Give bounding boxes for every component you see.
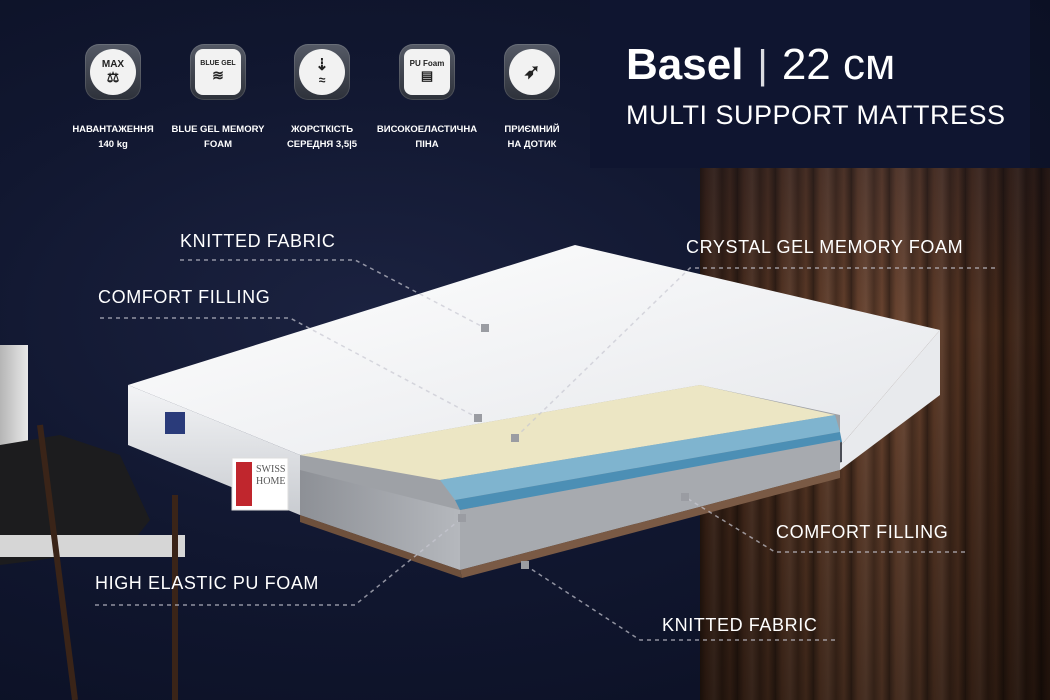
layer-label-knitted-fabric-bottom: KNITTED FABRIC	[662, 615, 818, 635]
feather-icon: ➶	[504, 44, 560, 100]
layer-label-crystal-gel: CRYSTAL GEL MEMORY FOAM	[686, 237, 964, 257]
feature-soft-touch: ➶ ПРИЄМНИЙ НА ДОТИК	[472, 44, 592, 152]
feature-firmness: ⇣≈ ЖОРСТКІСТЬ СЕРЕДНЯ 3,5|5	[262, 44, 382, 152]
feature-caption: СЕРЕДНЯ 3,5|5	[286, 139, 358, 150]
title-panel	[590, 0, 1030, 168]
layer-label-pu-foam: HIGH ELASTIC PU FOAM	[95, 573, 320, 593]
feature-blue-gel: BLUE GEL≋ BLUE GEL MEMORY FOAM	[158, 44, 278, 152]
feature-caption: ЖОРСТКІСТЬ	[290, 124, 354, 135]
feature-max-load: MAX⚖ НАВАНТАЖЕННЯ 140 kg	[53, 44, 173, 152]
brand-logo: SWISS HOME	[256, 464, 286, 487]
layer-label-comfort-filling-top: COMFORT FILLING	[98, 287, 271, 307]
page-title: Basel | 22 см	[626, 40, 895, 90]
layer-label-knitted-fabric-top: KNITTED FABRIC	[180, 231, 336, 251]
product-subtitle: MULTI SUPPORT MATTRESS	[626, 100, 1006, 130]
feature-caption: FOAM	[204, 139, 232, 150]
product-name: Basel	[626, 40, 744, 89]
feature-caption: НА ДОТИК	[507, 139, 557, 150]
pu-foam-icon: PU Foam▤	[399, 44, 455, 100]
max-load-icon: MAX⚖	[85, 44, 141, 100]
feature-caption: ВИСОКОЕЛАСТИЧНА	[376, 124, 478, 135]
title-separator: |	[757, 42, 768, 87]
feature-caption: ПРИЄМНИЙ	[504, 124, 560, 135]
feature-caption: ПІНА	[415, 139, 439, 150]
feature-caption: 140 kg	[98, 139, 128, 150]
product-size: 22 см	[781, 40, 896, 89]
layer-label-comfort-filling-bottom: COMFORT FILLING	[776, 522, 949, 542]
firmness-icon: ⇣≈	[294, 44, 350, 100]
feature-pu-foam: PU Foam▤ ВИСОКОЕЛАСТИЧНА ПІНА	[367, 44, 487, 152]
chair-decoration	[0, 345, 185, 700]
feature-caption: НАВАНТАЖЕННЯ	[72, 124, 154, 135]
blue-gel-icon: BLUE GEL≋	[190, 44, 246, 100]
feature-caption: BLUE GEL MEMORY	[171, 124, 265, 135]
